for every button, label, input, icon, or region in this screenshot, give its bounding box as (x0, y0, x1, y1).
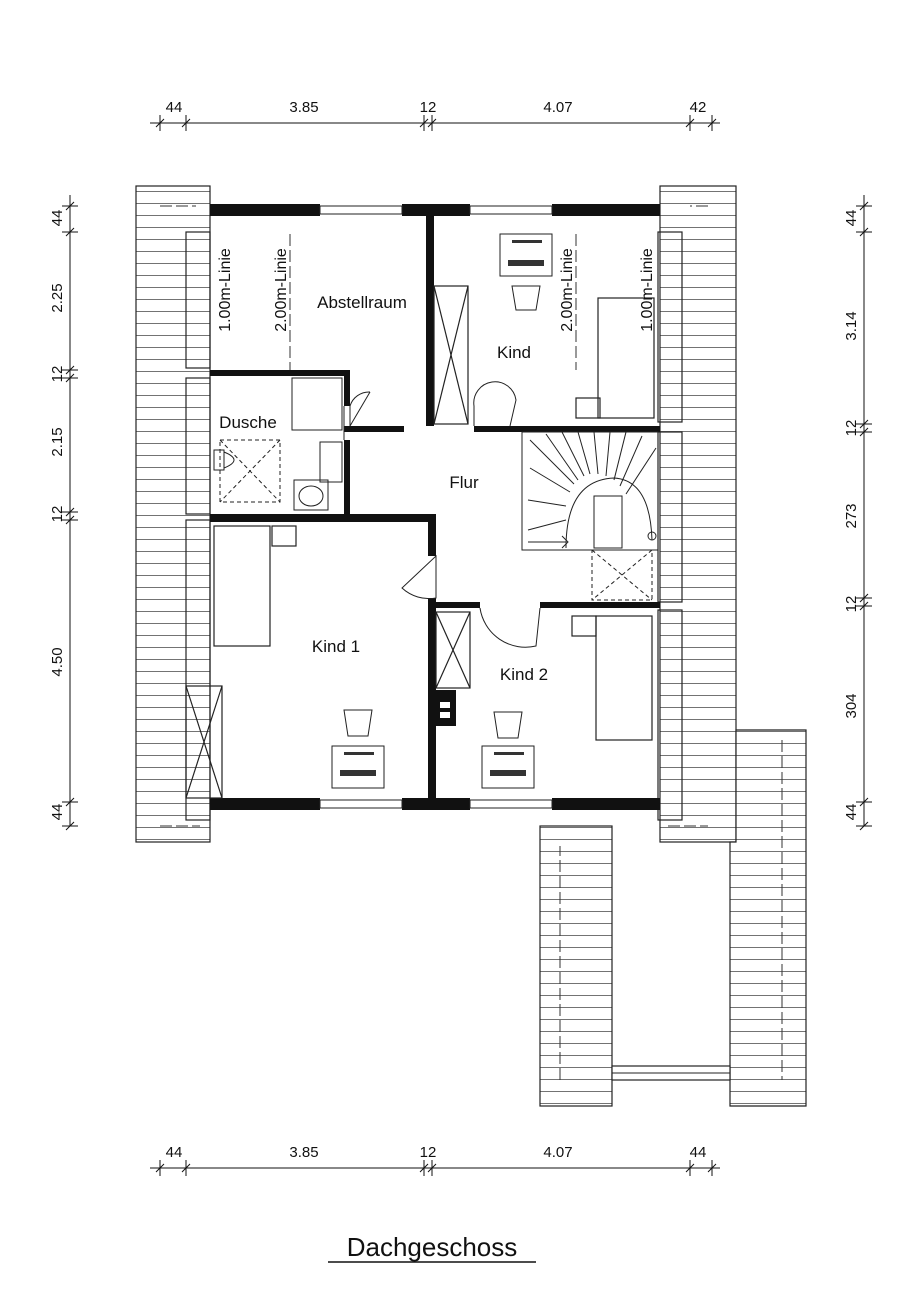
bed (597, 297, 655, 419)
roof-tiles (135, 185, 807, 1107)
dim-right-1: 44 (843, 210, 860, 227)
window (319, 205, 403, 215)
dashed-lines (160, 205, 783, 1080)
bed (213, 525, 271, 647)
dim-left-7: 44 (49, 804, 66, 821)
chair (343, 709, 373, 737)
dim-bottom-3: 12 (420, 1144, 437, 1161)
plan-title-group: Dachgeschoss (328, 1232, 536, 1263)
room-kind: Kind (497, 343, 531, 362)
dimension-top: 44 3.85 12 4.07 42 (166, 99, 707, 116)
label-1m-left: 1.00m-Linie (217, 248, 234, 332)
label-2m-left: 2.00m-Linie (273, 248, 290, 332)
dim-bottom-5: 44 (690, 1144, 707, 1161)
room-kind-2: Kind 2 (500, 665, 548, 684)
staircase (521, 431, 659, 601)
dim-left-2: 2.25 (49, 283, 66, 312)
dim-top-4: 4.07 (543, 99, 572, 116)
room-dusche: Dusche (219, 413, 277, 432)
dim-right-3: 12 (843, 420, 860, 437)
window (469, 205, 553, 215)
roof-right-upper (659, 185, 737, 843)
windows (319, 205, 553, 809)
dim-bottom-1: 44 (166, 1144, 183, 1161)
dim-right-2: 3.14 (843, 311, 860, 340)
dim-right-4: 273 (843, 503, 860, 528)
dimension-right: 44 3.14 12 273 12 304 44 (843, 210, 860, 821)
desk-keyboards (340, 240, 544, 776)
dimension-left: 44 2.25 12 2.15 12 4.50 44 (49, 210, 66, 821)
dim-left-1: 44 (49, 210, 66, 227)
dimension-bottom: 44 3.85 12 4.07 44 (166, 1144, 707, 1161)
dim-left-6: 4.50 (49, 647, 66, 676)
shower-fixtures (213, 377, 343, 511)
chair (511, 285, 541, 311)
dim-bottom-2: 3.85 (289, 1144, 318, 1161)
height-line-labels: 1.00m-Linie 2.00m-Linie 2.00m-Linie 1.00… (217, 248, 656, 332)
dim-top-5: 42 (690, 99, 707, 116)
dimension-lines (62, 115, 872, 1176)
roof-lower-left (539, 825, 613, 1107)
label-2m-right: 2.00m-Linie (559, 248, 576, 332)
dim-bottom-4: 4.07 (543, 1144, 572, 1161)
dim-right-6: 304 (843, 693, 860, 718)
desks (331, 233, 553, 789)
dim-top-3: 12 (420, 99, 437, 116)
beds (213, 297, 655, 741)
exterior-walls (210, 204, 660, 810)
dim-right-7: 44 (843, 804, 860, 821)
bed (595, 615, 653, 741)
label-1m-right: 1.00m-Linie (639, 248, 656, 332)
room-labels: Abstellraum Kind Dusche Flur Kind 1 Kind… (219, 293, 548, 684)
room-abstellraum: Abstellraum (317, 293, 407, 312)
chair (493, 711, 523, 739)
dim-top-1: 44 (166, 99, 183, 116)
room-flur: Flur (449, 473, 479, 492)
doors (343, 381, 541, 648)
dim-top-2: 3.85 (289, 99, 318, 116)
dim-right-5: 12 (843, 596, 860, 613)
roof-right-dormer (729, 729, 807, 1107)
desk (499, 233, 553, 277)
dim-left-3: 12 (49, 366, 66, 383)
plan-title: Dachgeschoss (347, 1232, 518, 1262)
room-kind-1: Kind 1 (312, 637, 360, 656)
dim-left-5: 12 (49, 506, 66, 523)
dim-left-4: 2.15 (49, 427, 66, 456)
window (469, 799, 553, 809)
window (319, 799, 403, 809)
wardrobes (185, 285, 471, 799)
